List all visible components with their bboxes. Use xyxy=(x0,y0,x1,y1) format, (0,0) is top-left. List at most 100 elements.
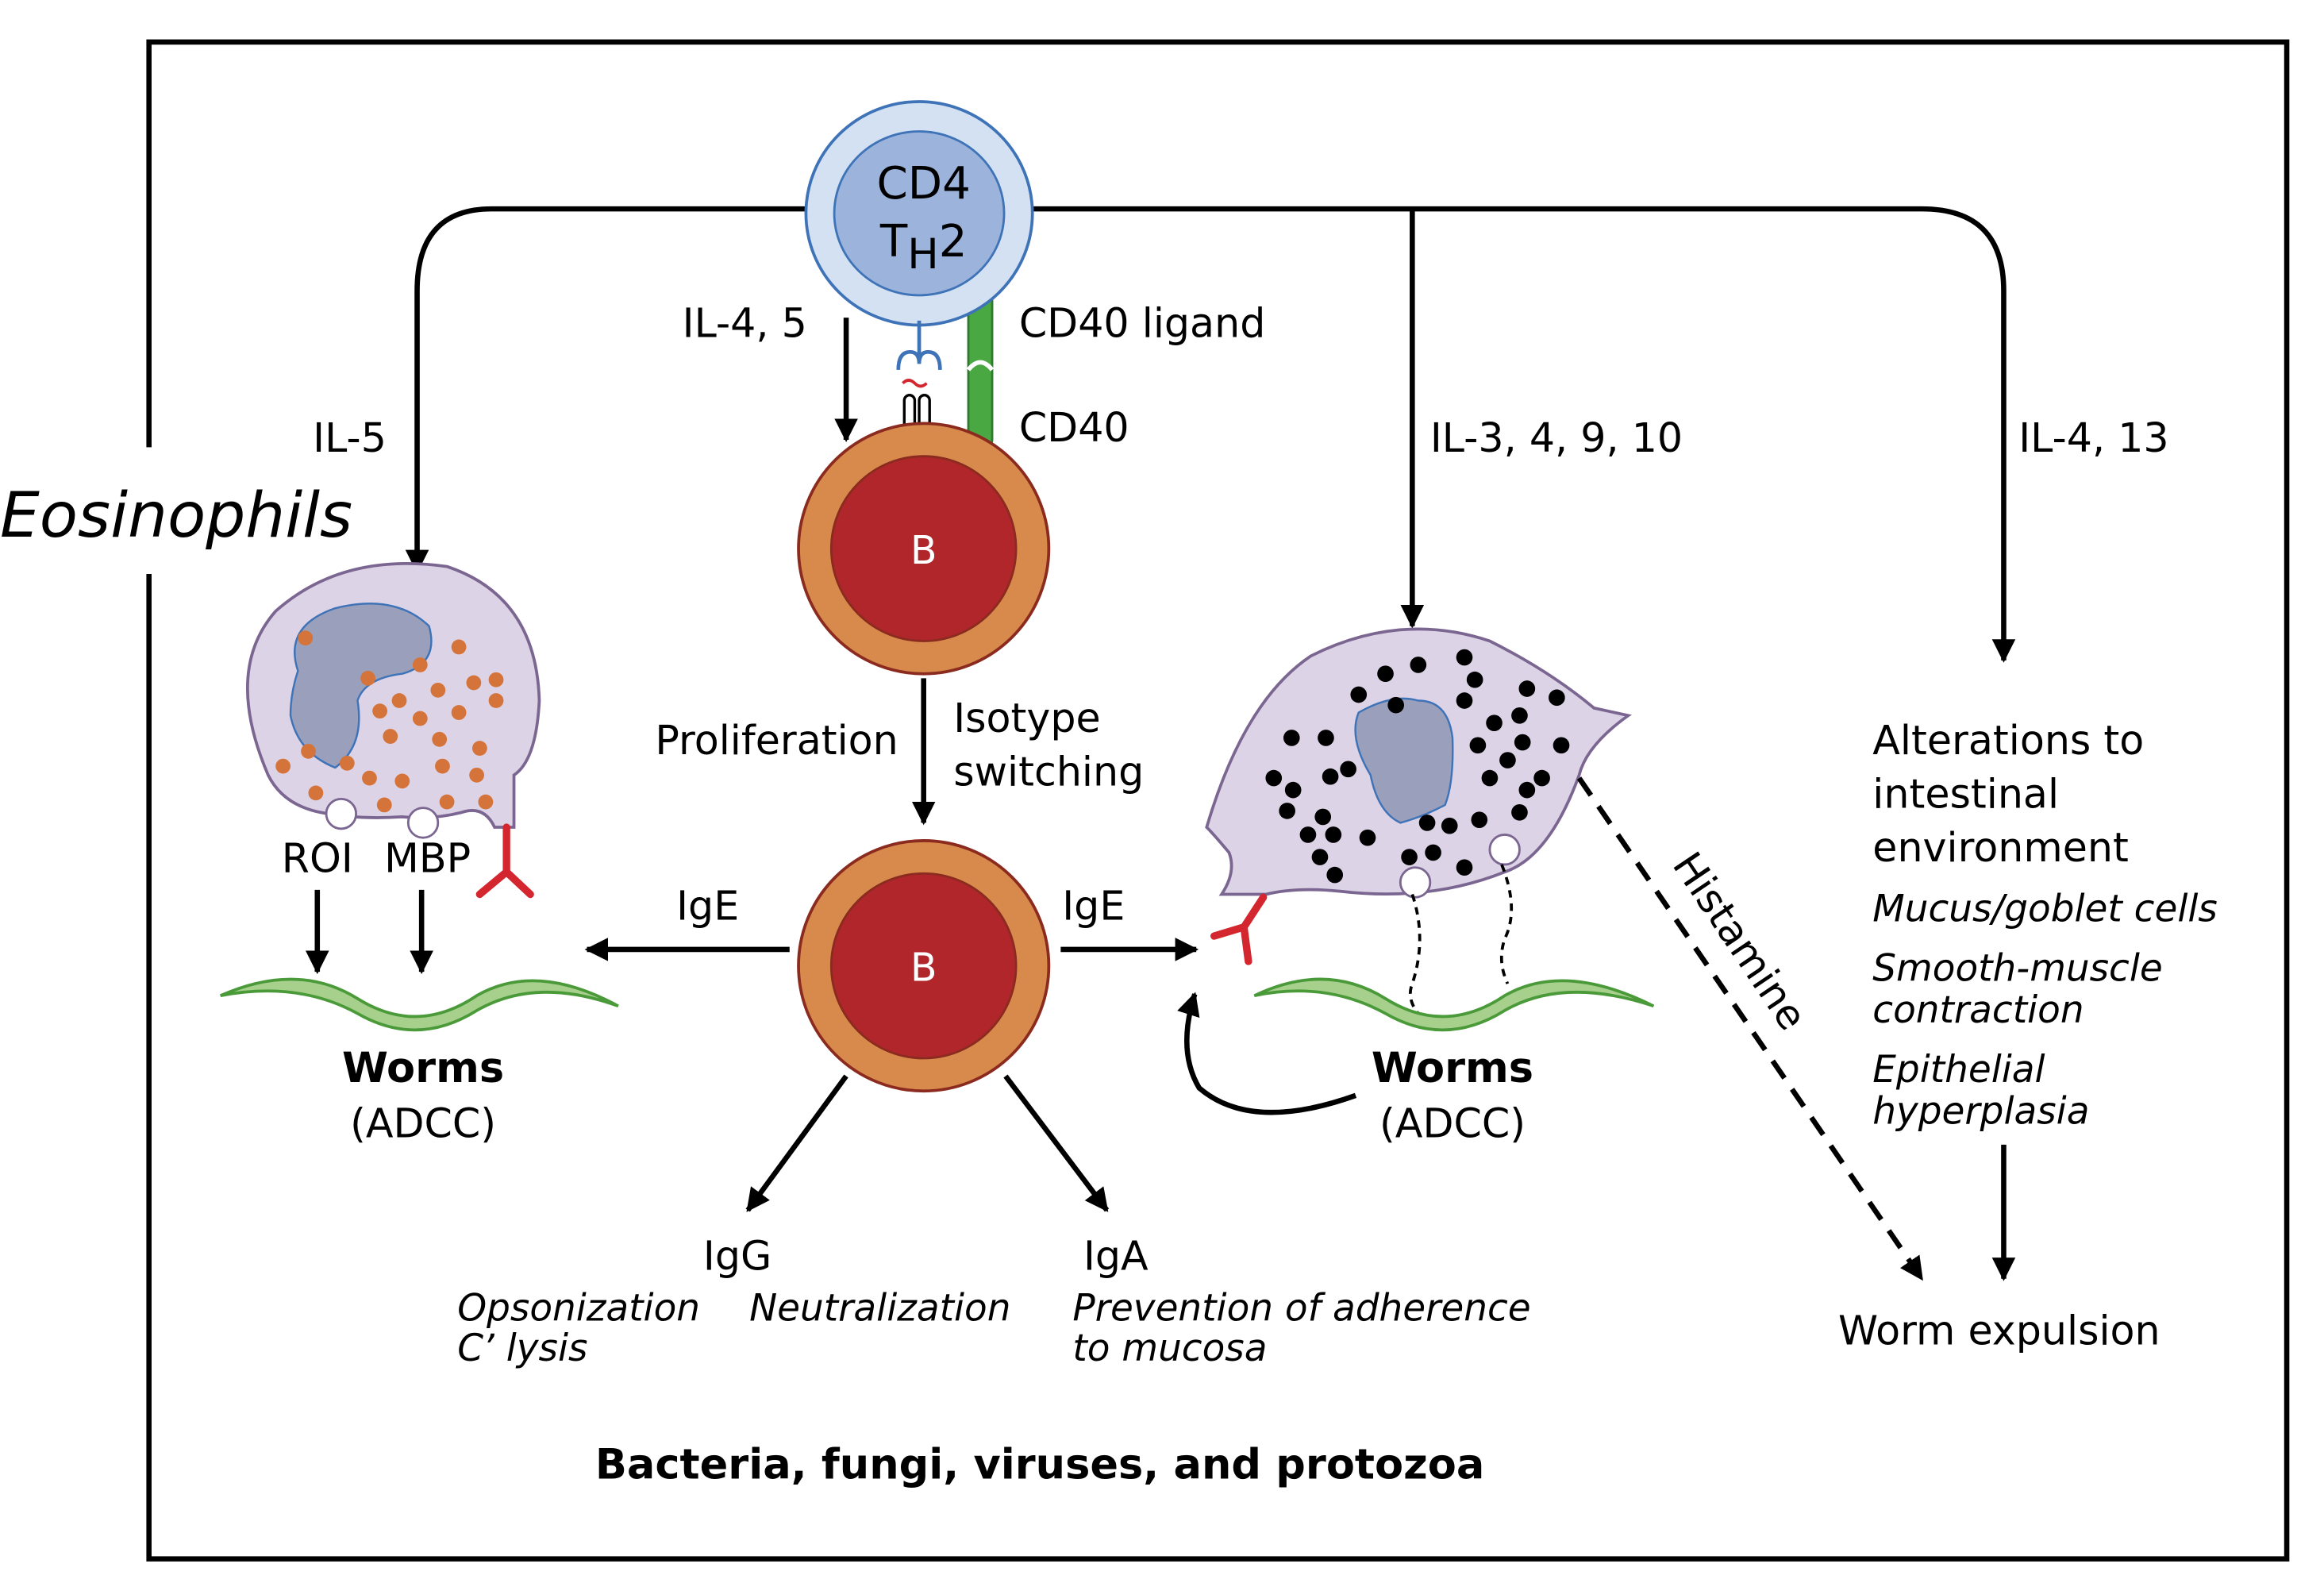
il45-label: IL-4, 5 xyxy=(683,300,807,347)
granule xyxy=(471,741,487,756)
arrow-il413 xyxy=(1028,206,2016,663)
iga-label: IgA xyxy=(1083,1232,1149,1279)
isotype-label-1: Isotype xyxy=(953,695,1100,741)
granule xyxy=(1387,696,1404,714)
igg-label: IgG xyxy=(703,1232,771,1279)
b-cell-bottom: B xyxy=(797,839,1051,1093)
granule xyxy=(435,758,450,774)
cd40-ligand-label: CD40 ligand xyxy=(1019,300,1266,347)
th2-cd4-label: CD4 xyxy=(876,158,970,210)
svg-text:intestinal: intestinal xyxy=(1872,771,2059,818)
ige-right-label: IgE xyxy=(1062,882,1125,929)
eosinophil-cell xyxy=(246,561,541,839)
il3-label: IL-3, 4, 9, 10 xyxy=(1430,414,1683,461)
granule xyxy=(1514,734,1531,751)
eosinophil-granules xyxy=(275,630,504,813)
granule xyxy=(1499,752,1516,768)
granule xyxy=(451,705,467,720)
granule xyxy=(1549,689,1565,707)
granule xyxy=(1456,859,1473,876)
granule xyxy=(1553,737,1570,754)
granule xyxy=(432,731,448,747)
alterations-block: Alterations to intestinal environment Mu… xyxy=(1872,717,2218,1133)
granule xyxy=(1471,811,1488,828)
arrow-histamine xyxy=(1576,776,1924,1281)
adcc-left-label: (ADCC) xyxy=(350,1100,496,1146)
frame xyxy=(146,39,2290,1562)
granule xyxy=(376,797,392,813)
granule xyxy=(1314,808,1332,826)
antibody-icon-right xyxy=(1210,893,1268,965)
granule xyxy=(1265,769,1283,787)
svg-text:Smooth-muscle: Smooth-muscle xyxy=(1872,946,2162,990)
granule xyxy=(1511,707,1528,724)
svg-text:contraction: contraction xyxy=(1872,988,2084,1032)
granule xyxy=(469,767,484,783)
granule xyxy=(275,758,290,774)
isotype-label-2: switching xyxy=(953,748,1144,795)
granule xyxy=(1359,829,1376,846)
prevention-label-2: to mucosa xyxy=(1072,1327,1267,1370)
worm-expulsion-label: Worm expulsion xyxy=(1838,1307,2160,1354)
svg-text:B: B xyxy=(910,528,937,573)
secretion-line-2 xyxy=(1499,864,1514,984)
svg-text:Mucus/goblet cells: Mucus/goblet cells xyxy=(1872,887,2218,930)
granule xyxy=(360,670,375,686)
granule xyxy=(412,657,428,672)
granule xyxy=(1350,686,1368,703)
granule xyxy=(1283,730,1300,746)
granule xyxy=(391,693,407,708)
mbp-label: MBP xyxy=(384,834,471,881)
granule xyxy=(362,770,377,786)
granule xyxy=(372,703,387,719)
il413-label: IL-4, 13 xyxy=(2018,414,2168,461)
granule xyxy=(298,630,314,646)
svg-text:B: B xyxy=(910,945,937,990)
antibody-icon xyxy=(475,823,534,899)
granule xyxy=(1377,665,1394,683)
granule xyxy=(1511,803,1528,821)
granule xyxy=(1456,649,1473,666)
granule xyxy=(1466,671,1483,688)
granule xyxy=(488,693,504,708)
arrow-il5 xyxy=(405,206,812,574)
granule xyxy=(1533,769,1550,787)
granule xyxy=(339,755,355,771)
granule xyxy=(430,682,446,698)
granule xyxy=(1311,849,1329,865)
th2-cell: CD4 TH2 xyxy=(804,100,1034,327)
granule xyxy=(488,672,504,688)
granule xyxy=(1325,826,1342,843)
svg-text:Alterations to: Alterations to xyxy=(1872,717,2144,764)
granule xyxy=(1410,657,1427,673)
secretion-line-1 xyxy=(1408,893,1422,1015)
granule xyxy=(439,794,455,810)
arrow-iga xyxy=(1003,1074,1110,1212)
b-cell-top: B xyxy=(797,422,1051,676)
granule xyxy=(1469,737,1487,754)
granule xyxy=(1456,692,1473,709)
granule xyxy=(412,711,428,726)
granule xyxy=(1486,714,1503,731)
il5-label: IL-5 xyxy=(313,414,387,461)
granule xyxy=(308,785,324,801)
granule xyxy=(1441,817,1458,834)
svg-text:Epithelial: Epithelial xyxy=(1872,1048,2045,1092)
granule xyxy=(1279,803,1295,819)
granule xyxy=(394,773,410,789)
opsonization-label: Opsonization xyxy=(457,1286,700,1330)
granule xyxy=(451,639,467,655)
neutralization-label: Neutralization xyxy=(749,1286,1010,1330)
granule xyxy=(1284,781,1302,799)
mast-cell-granules xyxy=(1265,649,1570,884)
svg-text:environment: environment xyxy=(1872,824,2129,871)
ige-left-label: IgE xyxy=(676,882,739,929)
granule xyxy=(1518,781,1536,799)
granule xyxy=(1481,769,1499,787)
cd40-label: CD40 xyxy=(1019,404,1129,451)
granule xyxy=(1322,768,1339,785)
granule xyxy=(1340,761,1356,778)
granule xyxy=(1326,866,1344,884)
granule xyxy=(1418,815,1436,831)
